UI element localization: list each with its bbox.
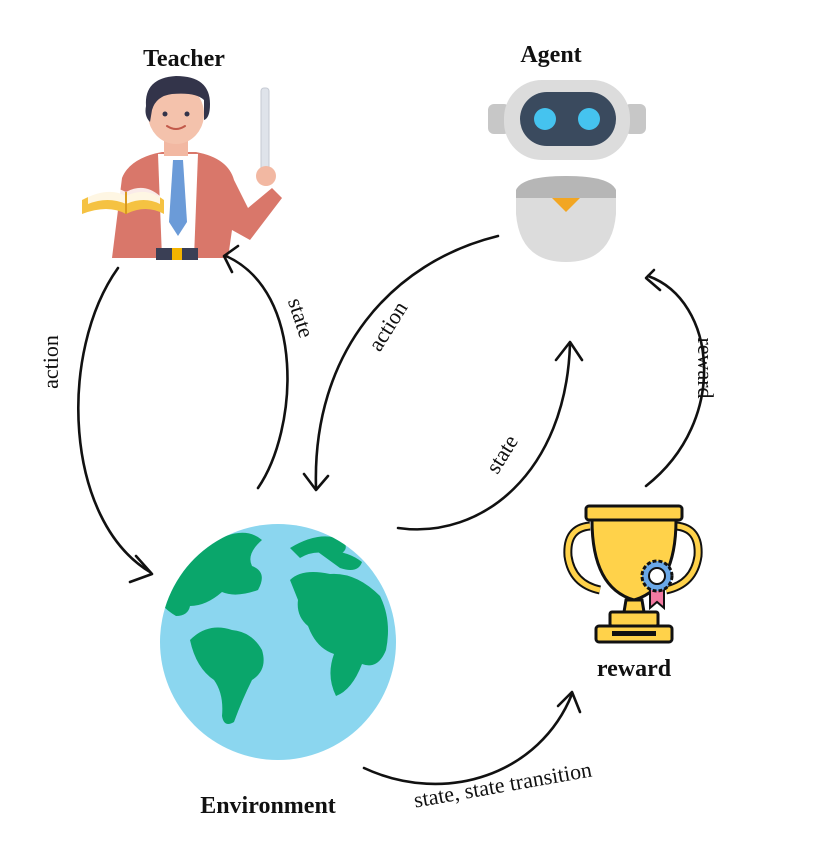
arrow-environment-to-teacher [224, 254, 289, 490]
teacher-icon [82, 76, 282, 260]
label-reward: reward [693, 337, 718, 398]
arrowhead-environment-to-reward [556, 690, 582, 714]
robot-icon [488, 80, 646, 262]
label-teacher-state: state [283, 295, 319, 341]
label-state-transition: state, state transition [412, 757, 594, 813]
arrow-environment-to-reward [362, 692, 574, 786]
arrow-teacher-to-environment [77, 266, 152, 574]
arrowhead-environment-to-agent [554, 340, 584, 362]
reward-title: reward [597, 656, 672, 682]
label-teacher-action: action [38, 335, 63, 389]
teacher-title: Teacher [143, 46, 225, 72]
arrow-agent-to-environment [314, 234, 500, 490]
label-agent-state: state [480, 430, 523, 477]
arrow-reward-to-agent [644, 274, 706, 488]
environment-title: Environment [200, 793, 336, 819]
arrowhead-reward-to-agent [644, 268, 662, 292]
arrow-environment-to-agent [396, 342, 572, 531]
label-agent-action: action [363, 297, 413, 356]
agent-title: Agent [520, 42, 581, 68]
globe-icon [160, 524, 396, 760]
arrowhead-agent-to-environment [302, 472, 330, 492]
arrowhead-teacher-to-environment [128, 554, 154, 584]
trophy-icon [563, 504, 703, 644]
arrowhead-environment-to-teacher [222, 244, 240, 274]
